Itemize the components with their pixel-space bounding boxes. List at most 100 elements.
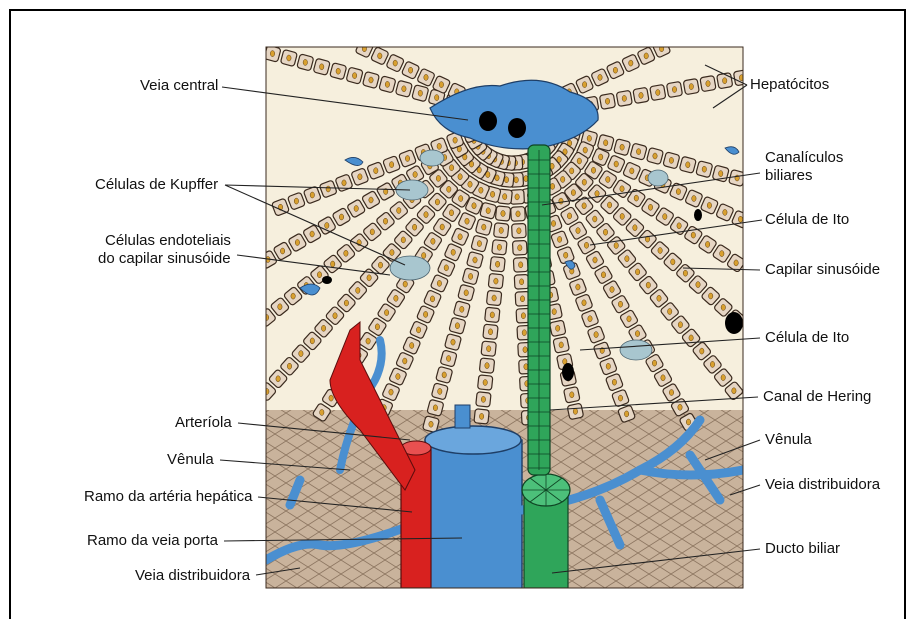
- hepatocyte-nucleus: [618, 301, 622, 307]
- hepatocyte-nucleus: [437, 143, 441, 149]
- hepatocyte-nucleus: [552, 309, 556, 315]
- label-veia-distribuidora-right: Veia distribuidora: [765, 476, 880, 493]
- hepatocyte-nucleus: [451, 339, 455, 345]
- hepatocyte-nucleus: [721, 304, 725, 310]
- hepatocyte-nucleus: [429, 421, 433, 427]
- hepatocyte-nucleus: [446, 356, 450, 362]
- hepatocyte-nucleus: [657, 295, 661, 301]
- hepatocyte-nucleus: [732, 388, 736, 394]
- hepatocyte-nucleus: [627, 316, 631, 322]
- hepatocyte-nucleus: [320, 64, 324, 70]
- hepatocyte-nucleus: [479, 187, 483, 193]
- hepatocyte-nucleus: [639, 92, 643, 98]
- hepatocyte-nucleus: [559, 198, 563, 204]
- hepatocyte-nucleus: [501, 211, 505, 217]
- hepatocyte-nucleus: [326, 186, 330, 192]
- hepatocyte-nucleus: [700, 348, 704, 354]
- hepatocyte-nucleus: [464, 290, 468, 296]
- hepatocyte-nucleus: [310, 192, 314, 198]
- hepatocyte-nucleus: [287, 55, 291, 61]
- hepatocyte-nucleus: [458, 174, 462, 180]
- hepatocyte-nucleus: [336, 68, 340, 74]
- hepatocyte-nucleus: [366, 338, 370, 344]
- hepatocyte-nucleus: [424, 212, 428, 218]
- hepatocyte-nucleus: [734, 260, 738, 266]
- hepatocyte-nucleus: [614, 161, 618, 167]
- hepatocyte-nucleus: [468, 181, 472, 187]
- hepatocyte-nucleus: [671, 259, 675, 265]
- hepatocyte-nucleus: [394, 295, 398, 301]
- hepatocyte-nucleus: [458, 234, 462, 240]
- hepatocyte-nucleus: [280, 248, 284, 254]
- hepatocyte-nucleus: [567, 213, 571, 219]
- hepatocyte-nucleus: [709, 293, 713, 299]
- hepatocyte-nucleus: [389, 162, 393, 168]
- hepatocyte-nucleus: [405, 156, 409, 162]
- hepatocyte-nucleus: [599, 154, 603, 160]
- hepatocyte-nucleus: [571, 190, 575, 196]
- hepatocyte-nucleus: [494, 278, 498, 284]
- hepatocyte-nucleus: [439, 82, 443, 88]
- hepatocyte-nucleus: [389, 389, 393, 395]
- hepatocyte-nucleus: [720, 251, 724, 257]
- hepatocyte-nucleus: [653, 153, 657, 159]
- label-venula-right: Vênula: [765, 431, 812, 448]
- hepatocyte-nucleus: [636, 149, 640, 155]
- hepatocyte-nucleus: [584, 242, 588, 248]
- hepatocyte-nucleus: [629, 60, 633, 66]
- label-venula-left: Vênula: [167, 451, 214, 468]
- hepatocyte-nucleus: [413, 172, 417, 178]
- hepatocyte-nucleus: [369, 197, 373, 203]
- hepatocyte-nucleus: [295, 240, 299, 246]
- hepatocyte-nucleus: [477, 241, 481, 247]
- hepatocyte-nucleus: [447, 186, 451, 192]
- hepatocyte-nucleus: [606, 363, 610, 369]
- hepatocyte-nucleus: [424, 74, 428, 80]
- hepatocyte-nucleus: [473, 257, 477, 263]
- hepatocyte-nucleus: [403, 281, 407, 287]
- hepatocyte-nucleus: [738, 216, 742, 222]
- hepatocyte-nucleus: [603, 229, 607, 235]
- hepatocyte-nucleus: [607, 202, 611, 208]
- hepatocyte-nucleus: [516, 211, 520, 217]
- hepatocyte-nucleus: [605, 98, 609, 104]
- portal-vein-branch: [425, 405, 522, 590]
- hepatocyte-nucleus: [620, 144, 624, 150]
- hepatocyte-nucleus: [678, 322, 682, 328]
- hepatocyte-nucleus: [678, 404, 682, 410]
- label-ducto-biliar: Ducto biliar: [765, 540, 840, 557]
- hepatocyte-nucleus: [487, 346, 491, 352]
- hepatocyte-nucleus: [329, 395, 333, 401]
- hepatocyte-nucleus: [378, 53, 382, 59]
- hepatocyte-nucleus: [702, 166, 706, 172]
- hepatocyte-nucleus: [431, 238, 435, 244]
- hepatocyte-nucleus: [669, 390, 673, 396]
- hepatocyte-nucleus: [652, 360, 656, 366]
- hepatocyte-nucleus: [594, 332, 598, 338]
- hepatocyte-nucleus: [705, 241, 709, 247]
- hepatocyte-nucleus: [521, 313, 525, 319]
- label-celulas-endoteliais-line2: do capilar sinusóide: [98, 250, 231, 267]
- hepatocyte-nucleus: [689, 84, 693, 90]
- hepatocyte-nucleus: [620, 186, 624, 192]
- hepatocyte-nucleus: [591, 167, 595, 173]
- hepatocyte-nucleus: [433, 405, 437, 411]
- hepatocyte-nucleus: [559, 342, 563, 348]
- hepatocyte-nucleus: [410, 343, 414, 349]
- hepatocyte-nucleus: [488, 329, 492, 335]
- hepatocyte-nucleus: [624, 411, 628, 417]
- hepatocyte-nucleus: [430, 296, 434, 302]
- hepatocyte-nucleus: [352, 73, 356, 79]
- hepatocyte-nucleus: [669, 157, 673, 163]
- hepatocyte-nucleus: [465, 218, 469, 224]
- hepatocyte-nucleus: [354, 206, 358, 212]
- hepatocyte-nucleus: [486, 208, 490, 214]
- hepatocyte-nucleus: [710, 361, 714, 367]
- hepatocyte-nucleus: [483, 380, 487, 386]
- hepatocyte-nucleus: [595, 191, 599, 197]
- hepatocyte-nucleus: [499, 227, 503, 233]
- hepatocyte-nucleus: [435, 199, 439, 205]
- hepatocyte-nucleus: [416, 327, 420, 333]
- label-arteriola: Arteríola: [175, 414, 232, 431]
- hepatocyte-nucleus: [449, 165, 453, 171]
